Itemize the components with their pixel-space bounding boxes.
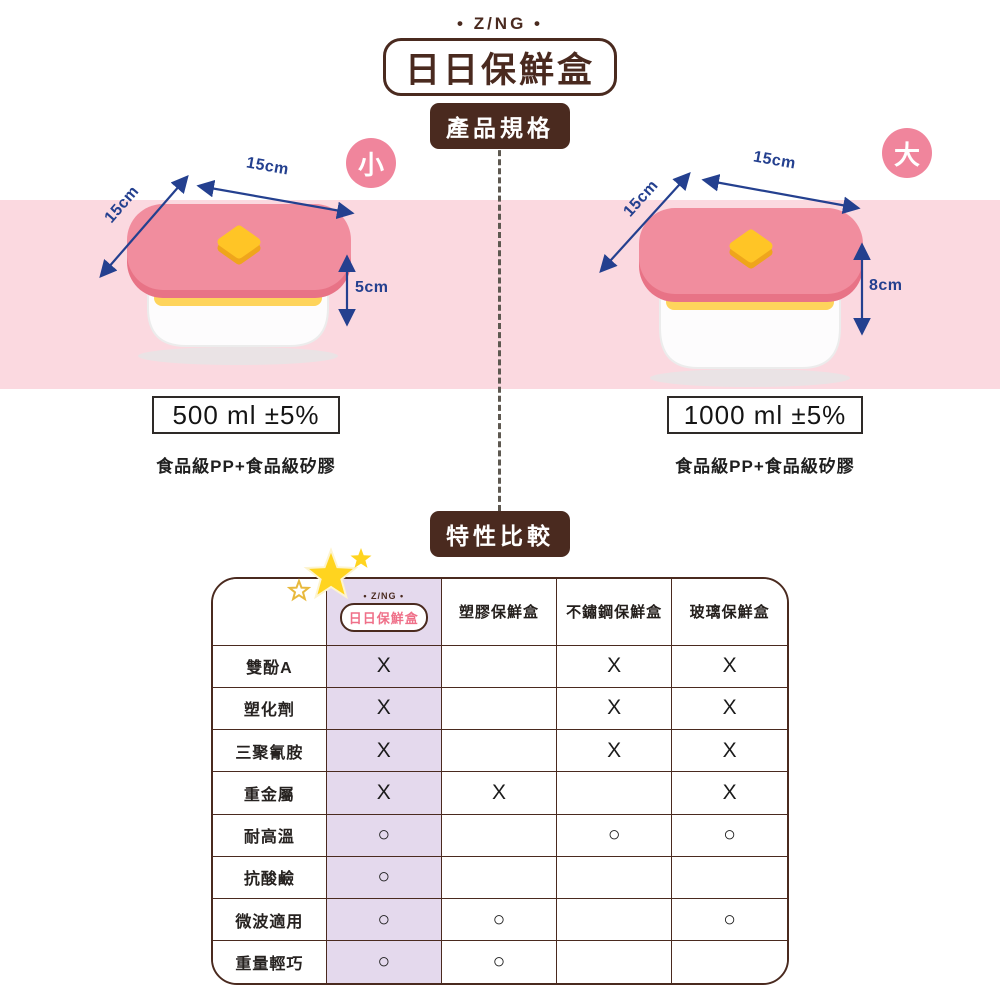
comparison-cell	[440, 644, 557, 688]
comparison-cell	[671, 940, 787, 983]
shadow	[650, 369, 850, 387]
dimension-label: 15cm	[244, 154, 291, 179]
comparison-row-label: 雙酚A	[213, 644, 327, 688]
comparison-row: 微波適用 ○ ○ ○	[213, 897, 787, 941]
section-badge-specs: 產品規格	[430, 103, 570, 149]
comparison-row-label: 耐高溫	[213, 813, 327, 857]
comparison-cell	[440, 855, 557, 899]
vent-button	[729, 229, 773, 263]
vent-button	[217, 225, 261, 259]
comparison-row-label: 微波適用	[213, 897, 327, 941]
brand-wordmark: • Z/NG •	[457, 14, 543, 33]
comparison-cell: ○	[325, 813, 442, 857]
comparison-cell: X	[556, 644, 672, 688]
product-title-box: 日日保鮮盒	[383, 38, 617, 96]
brand-mark: • Z/NG •	[363, 591, 405, 602]
comparison-header-stainless: 不鏽鋼保鮮盒	[556, 579, 672, 645]
divider-dashed-line	[498, 141, 501, 511]
section-badge-comparison: 特性比較	[430, 511, 570, 557]
comparison-row: 三聚氰胺 X X X	[213, 728, 787, 772]
brand-logo-small: • Z/NG • 日日保鮮盒	[327, 591, 441, 633]
size-badge-large: 大	[882, 128, 932, 178]
shadow	[138, 347, 338, 365]
comparison-row: 雙酚A X X X	[213, 644, 787, 688]
comparison-cell	[440, 686, 557, 730]
comparison-row: 耐高溫 ○ ○ ○	[213, 813, 787, 857]
comparison-header-row: • Z/NG • 日日保鮮盒 塑膠保鮮盒 不鏽鋼保鮮盒 玻璃保鮮盒	[213, 579, 787, 645]
comparison-cell: ○	[325, 940, 442, 983]
dimension-label: 15cm	[751, 148, 798, 173]
comparison-cell	[440, 813, 557, 857]
comparison-cell	[556, 771, 672, 814]
comparison-cell: X	[556, 728, 672, 772]
star-decoration	[286, 547, 372, 602]
star-small-icon	[350, 548, 372, 568]
dimension-label: 8cm	[869, 277, 903, 294]
star-outline-icon	[286, 578, 312, 602]
comparison-row: 重金屬 X X X	[213, 771, 787, 814]
comparison-cell: X	[671, 686, 787, 730]
comparison-cell: X	[671, 644, 787, 688]
volume-box-large: 1000 ml ±5%	[667, 396, 863, 434]
comparison-cell: X	[325, 644, 442, 688]
material-text-small: 食品級PP+食品級矽膠	[156, 457, 336, 476]
comparison-cell: X	[440, 771, 557, 814]
comparison-row-label: 三聚氰胺	[213, 728, 327, 772]
comparison-cell	[556, 855, 672, 899]
comparison-row: 塑化劑 X X X	[213, 686, 787, 730]
comparison-cell: ○	[325, 855, 442, 899]
comparison-header-brand: • Z/NG • 日日保鮮盒	[325, 579, 442, 645]
product-title: 日日保鮮盒	[404, 50, 595, 90]
star-big-icon	[303, 547, 359, 600]
comparison-row-label: 塑化劑	[213, 686, 327, 730]
comparison-cell: ○	[325, 897, 442, 941]
product-image-small-container	[127, 204, 351, 365]
comparison-row: 抗酸鹼 ○	[213, 855, 787, 899]
comparison-cell: X	[671, 771, 787, 814]
dimension-label: 5cm	[355, 279, 389, 296]
comparison-cell: ○	[671, 813, 787, 857]
comparison-header-glass: 玻璃保鮮盒	[671, 579, 787, 645]
comparison-cell: X	[325, 686, 442, 730]
comparison-cell: ○	[556, 813, 672, 857]
comparison-row-label: 重金屬	[213, 771, 327, 814]
comparison-cell: X	[325, 728, 442, 772]
comparison-table: • Z/NG • 日日保鮮盒 塑膠保鮮盒 不鏽鋼保鮮盒 玻璃保鮮盒 雙酚A X …	[211, 577, 789, 985]
brand-badge-label: 日日保鮮盒	[348, 611, 419, 627]
comparison-row-label: 抗酸鹼	[213, 855, 327, 899]
material-text-large: 食品級PP+食品級矽膠	[675, 457, 855, 476]
comparison-cell	[671, 855, 787, 899]
comparison-cell: ○	[440, 940, 557, 983]
comparison-row: 重量輕巧 ○ ○	[213, 940, 787, 983]
comparison-cell: ○	[671, 897, 787, 941]
comparison-row-label: 重量輕巧	[213, 940, 327, 983]
product-image-large-container	[639, 208, 863, 387]
comparison-cell: X	[671, 728, 787, 772]
comparison-cell	[556, 940, 672, 983]
size-badge-small: 小	[346, 138, 396, 188]
comparison-cell: ○	[440, 897, 557, 941]
comparison-cell: X	[325, 771, 442, 814]
comparison-cell: X	[556, 686, 672, 730]
comparison-cell	[556, 897, 672, 941]
comparison-cell	[440, 728, 557, 772]
brand-badge: 日日保鮮盒	[339, 603, 428, 633]
volume-box-small: 500 ml ±5%	[152, 396, 340, 434]
comparison-header-plastic: 塑膠保鮮盒	[440, 579, 557, 645]
